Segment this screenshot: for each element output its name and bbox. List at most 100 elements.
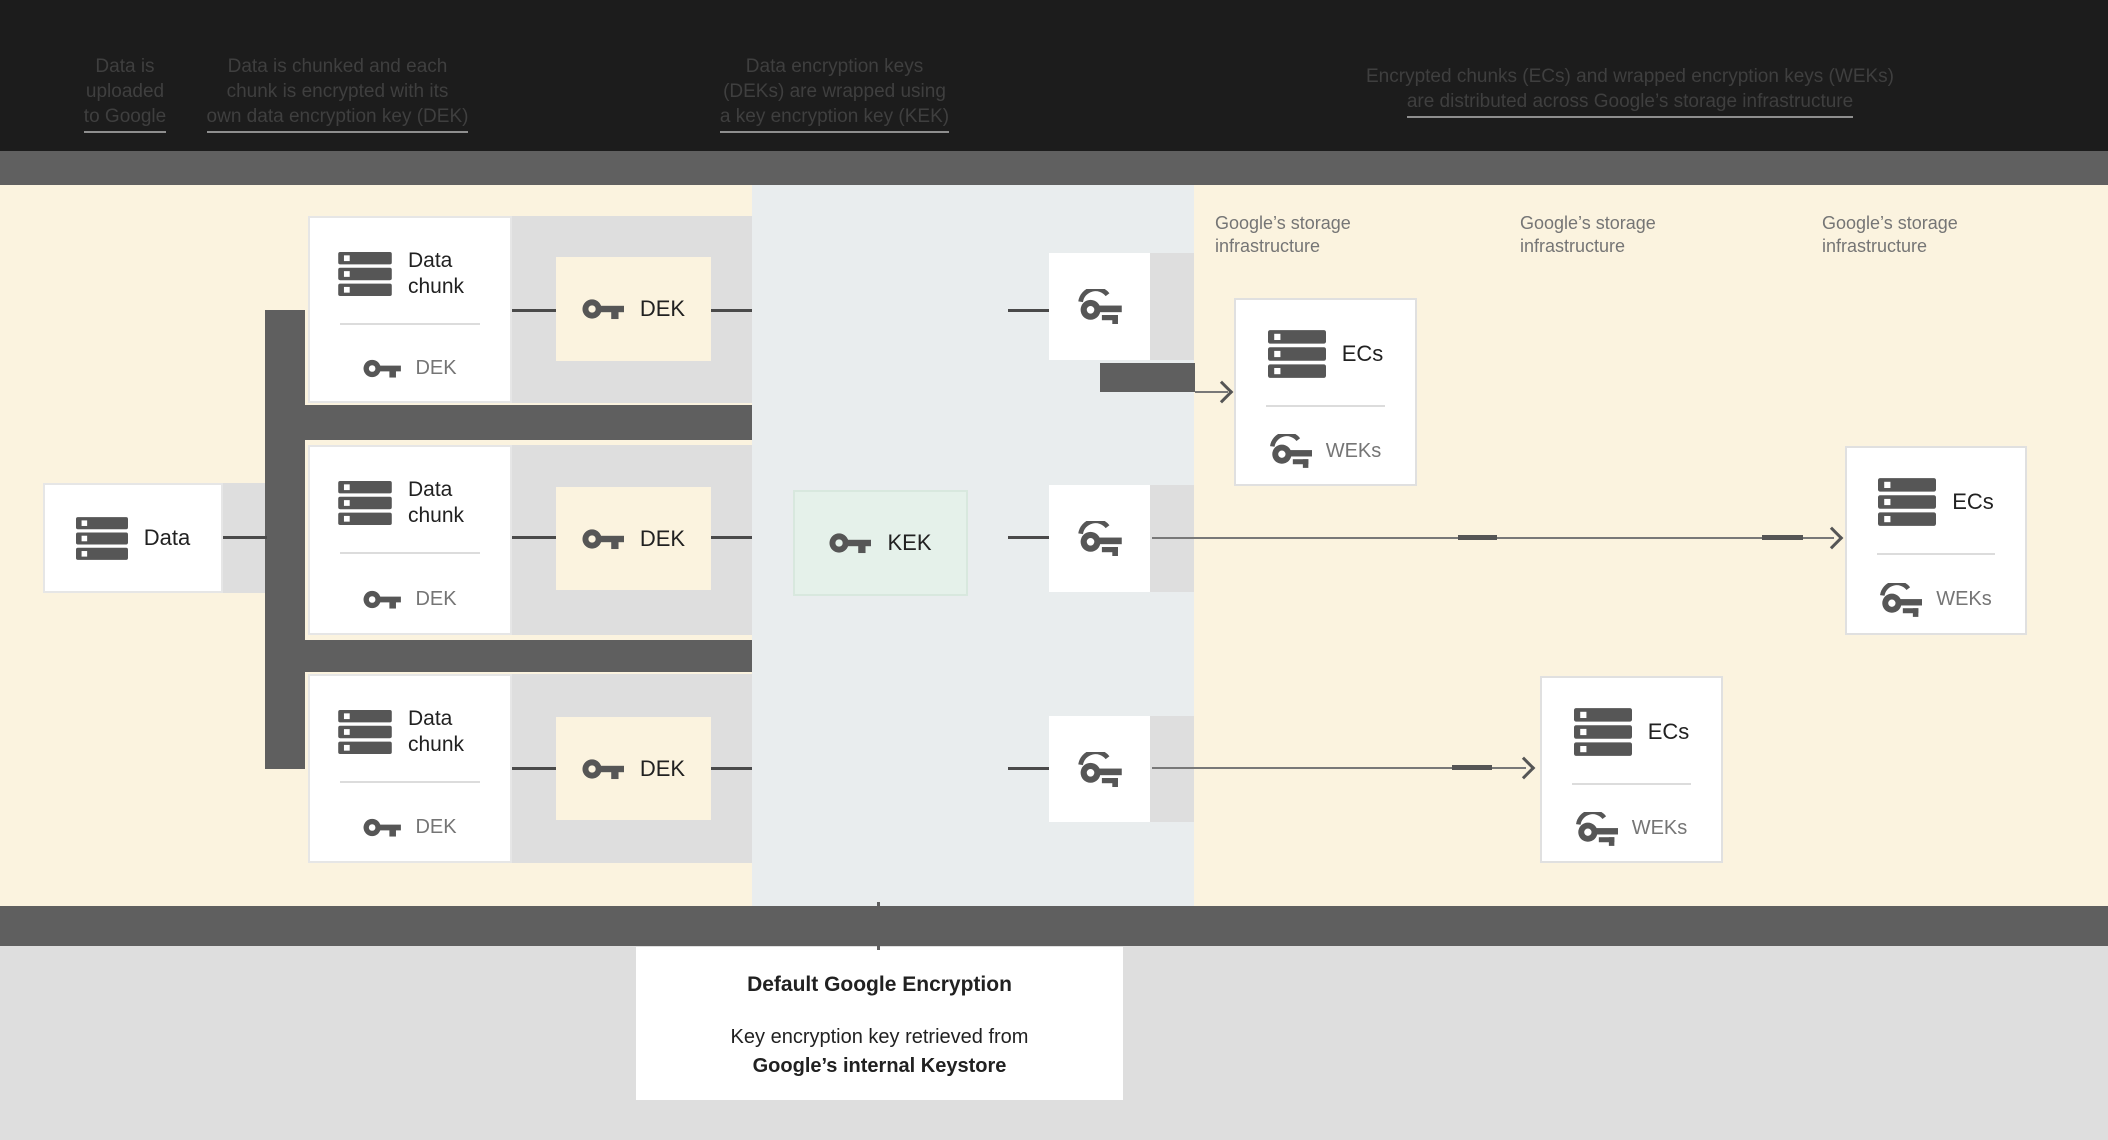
header-text: to Google [83,104,167,133]
data-box-label: Data [143,525,191,550]
key-icon [829,530,871,556]
arrow-overlap-segment [1458,535,1497,540]
connector-chunk-to-dek [512,767,557,770]
kek-box-label: KEK [887,530,932,555]
storage-label-line: Google’s storage [1822,213,1958,233]
data-chunk-box: Data chunk DEK [308,216,512,403]
wrapped-key-icon [1078,752,1122,787]
data-chunk-title: Data chunk [408,249,465,298]
divider [1572,783,1691,785]
wrapped-key-icon [1078,521,1122,556]
storage-infrastructure-label: Google’s storage infrastructure [1822,212,1958,258]
caption-box: Default Google Encryption Key encryption… [636,947,1123,1100]
wrapped-key-box [1049,253,1150,360]
ecs-title: ECs [1647,719,1690,744]
server-icon [1878,478,1936,526]
key-icon [363,357,401,380]
dek-sub-label: DEK [415,357,457,379]
weks-sub-label: WEKs [1325,439,1382,462]
wrapped-key-icon [1880,583,1922,617]
arrow-line-to-ecs-1 [1195,391,1228,393]
storage-label-line: infrastructure [1520,236,1626,256]
dek-box: DEK [556,257,711,361]
wrapped-key-icon [1576,812,1618,846]
header-text: Data encryption keys [745,56,924,77]
divider [340,552,480,554]
connector-dek-to-kek-zone [711,309,752,312]
arrowhead-ecs-3 [1512,756,1536,780]
header-text: uploaded [85,81,165,102]
arrow-overlap-segment [1452,765,1492,770]
header-step-upload: Data is uploaded to Google [45,54,205,133]
header-text: Data is chunked and each [227,56,448,77]
wrapped-key-icon [1270,434,1312,468]
header-step-wrapping: Data encryption keys (DEKs) are wrapped … [712,54,957,133]
server-icon [1574,708,1632,756]
key-icon [582,526,624,552]
server-icon [338,252,392,296]
arrow-line-to-ecs-3 [1152,767,1526,769]
arrow-overlap-segment [1762,535,1803,540]
dek-box-label: DEK [639,525,686,551]
dek-box: DEK [556,487,711,590]
weks-sub-label: WEKs [1936,588,1992,610]
dek-box-label: DEK [639,296,686,321]
header-text: Data is [95,56,155,77]
key-icon [363,816,401,839]
divider [1877,553,1995,555]
data-chunk-title: Data chunk [408,707,465,756]
key-icon [582,296,624,322]
divider [340,323,480,325]
dek-box-label: DEK [639,755,686,781]
server-icon [1268,330,1326,378]
header-text: chunk is encrypted with its [226,81,449,102]
connector-dek-to-kek-zone [711,767,752,770]
storage-label-line: Google’s storage [1520,213,1656,233]
caption-title: Default Google Encryption [747,973,1012,996]
server-icon [338,481,392,525]
header-text: Encrypted chunks (ECs) and wrapped encry… [1366,66,1894,87]
fanout-horizontal-bar [265,640,752,672]
kek-box: KEK [793,490,968,596]
wrapped-key-icon [1078,289,1122,324]
caption-body-line: Google’s internal Keystore [752,1055,1007,1077]
arrowhead-ecs-2 [1820,526,1844,550]
key-icon [582,756,624,782]
divider [1266,405,1385,407]
ecs-box: ECs WEKs [1845,446,2027,635]
connector-to-wrapped-key [1008,536,1049,539]
header-text: are distributed across Google’s storage … [1406,89,1854,118]
wrapped-key-dispatch-bar [1100,363,1195,392]
data-chunk-box: Data chunk DEK [308,445,512,635]
wrapped-key-box [1049,485,1150,592]
connector-chunk-to-dek [512,309,557,312]
connector-data-to-bar [223,536,267,539]
caption-body-line: Key encryption key retrieved from [730,1026,1029,1048]
arrowhead-ecs-1 [1210,380,1234,404]
header-text: a key encryption key (KEK) [719,104,950,133]
wrapped-key-backdrop [1150,253,1194,360]
storage-infrastructure-label: Google’s storage infrastructure [1520,212,1656,258]
diagram-canvas: Google’s storage infrastructure Google’s… [0,185,2108,906]
header-divider-band [0,151,2108,185]
storage-label-line: infrastructure [1822,236,1928,256]
data-chunk-title: Data chunk [408,478,465,527]
wrapped-key-box [1049,716,1150,822]
header-text: (DEKs) are wrapped using [723,81,946,102]
weks-sub-label: WEKs [1631,817,1688,839]
header-step-distribution: Encrypted chunks (ECs) and wrapped encry… [1300,64,1960,118]
dek-sub-label: DEK [415,587,457,610]
header-step-chunking: Data is chunked and each chunk is encryp… [195,54,480,133]
divider [340,781,480,783]
dek-sub-label: DEK [415,816,457,838]
wrapped-key-backdrop [1150,716,1194,822]
header-text: own data encryption key (DEK) [206,104,469,133]
storage-label-line: infrastructure [1215,236,1321,256]
connector-chunk-to-dek [512,536,557,539]
storage-infrastructure-label: Google’s storage infrastructure [1215,212,1351,258]
ecs-title: ECs [1952,489,1994,514]
connector-to-wrapped-key [1008,767,1049,770]
ecs-title: ECs [1341,341,1384,366]
data-chunk-box: Data chunk DEK [308,674,512,863]
